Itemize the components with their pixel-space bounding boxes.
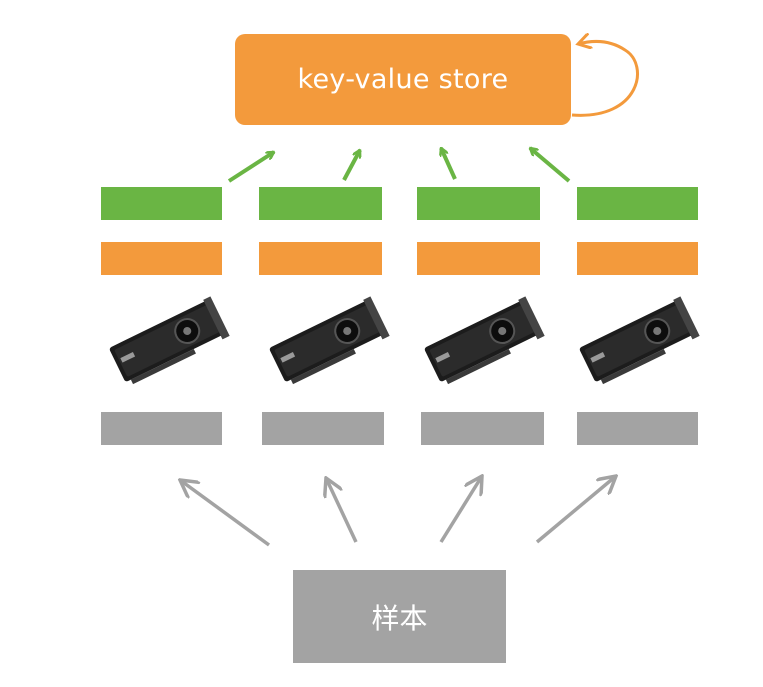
green-arrow-2: [342, 150, 362, 181]
green-arrow-3: [441, 148, 457, 180]
gpu-card-icon: [424, 296, 545, 385]
green-arrow-4: [530, 148, 571, 183]
gray-bar-3: [421, 412, 544, 445]
gray-bar-4: [577, 412, 698, 445]
sample-box: 样本: [293, 570, 506, 663]
gray-bar-1: [101, 412, 222, 445]
gpu-card-icon: [109, 296, 230, 385]
kv-store-label: key-value store: [297, 64, 509, 95]
kv-store-self-loop-arrow: [571, 42, 639, 117]
gray-arrow-2: [326, 478, 358, 543]
green-bar-1: [101, 187, 222, 220]
gray-arrow-1: [180, 480, 271, 547]
orange-bar-3: [417, 242, 540, 275]
orange-bar-2: [259, 242, 382, 275]
gpu-card-icon: [269, 296, 390, 385]
gray-arrow-3: [439, 476, 482, 543]
green-bar-3: [417, 187, 540, 220]
sample-label: 样本: [371, 601, 428, 635]
orange-bar-1: [101, 242, 222, 275]
orange-bar-4: [577, 242, 698, 275]
gray-bar-2: [262, 412, 384, 445]
gpu-card-icon: [579, 296, 700, 385]
green-arrow-1: [227, 150, 274, 183]
kv-store-box: key-value store: [235, 34, 571, 125]
gray-arrow-4: [535, 476, 616, 544]
green-bar-4: [577, 187, 698, 220]
green-bar-2: [259, 187, 382, 220]
